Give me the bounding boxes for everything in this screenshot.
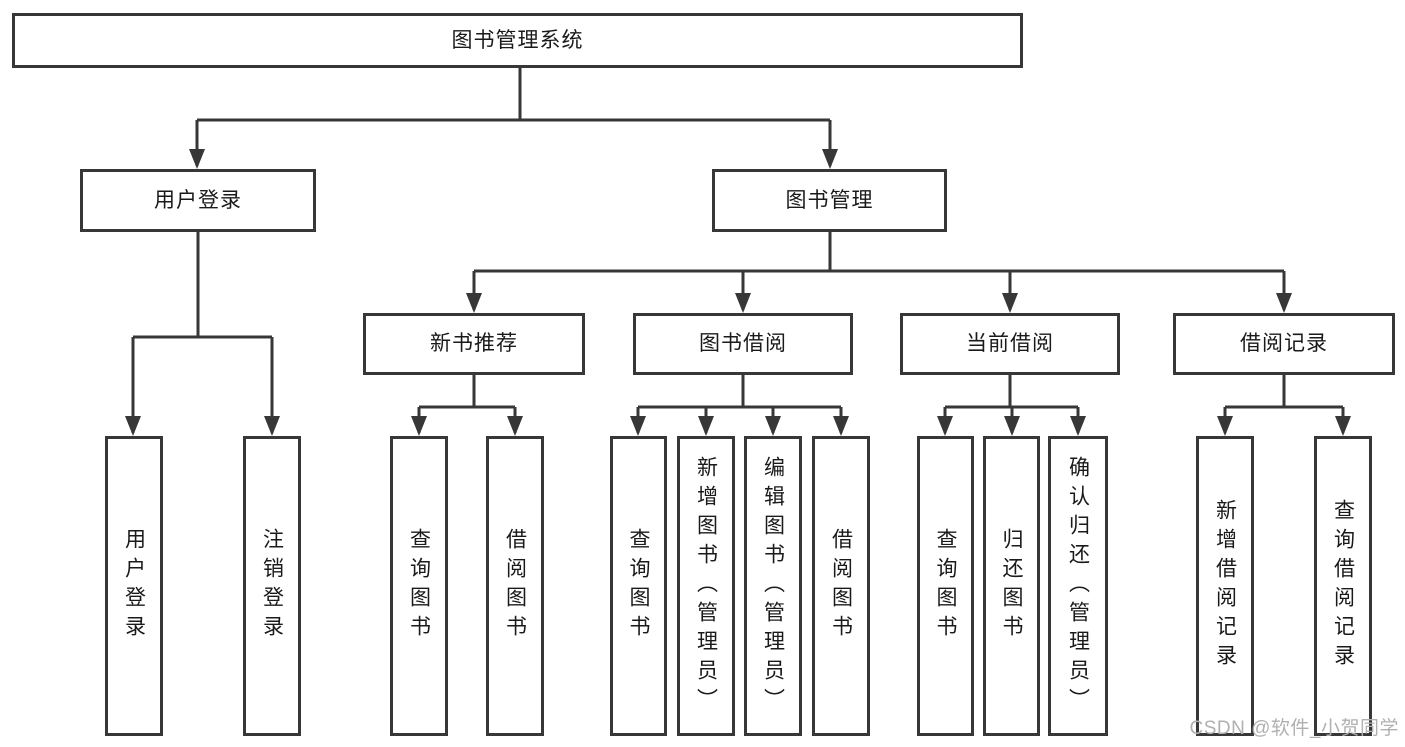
leaf-borrow-books-recommend: 借阅图书 — [486, 436, 544, 736]
leaf-query-borrow-record: 查询借阅记录 — [1314, 436, 1372, 736]
node-library-management-system: 图书管理系统 — [12, 13, 1023, 68]
leaf-borrow-books-borrowing: 借阅图书 — [812, 436, 870, 736]
leaf-add-borrow-record: 新增借阅记录 — [1196, 436, 1254, 736]
node-new-book-recommendation: 新书推荐 — [363, 313, 585, 375]
leaf-add-books-admin: 新增图书（管理员） — [677, 436, 735, 736]
leaf-return-books: 归还图书 — [983, 436, 1040, 736]
node-book-management: 图书管理 — [712, 169, 947, 232]
leaf-logout-login: 注销登录 — [243, 436, 301, 736]
leaf-query-books-recommend: 查询图书 — [390, 436, 448, 736]
leaf-query-books-borrowing: 查询图书 — [610, 436, 667, 736]
leaf-user-login: 用户登录 — [105, 436, 163, 736]
leaf-edit-books-admin: 编辑图书（管理员） — [744, 436, 802, 736]
node-book-borrowing: 图书借阅 — [633, 313, 853, 375]
node-user-login: 用户登录 — [80, 169, 316, 232]
leaf-query-books-current: 查询图书 — [917, 436, 974, 736]
watermark: CSDN @软件_小贺同学 — [1189, 718, 1399, 739]
node-current-borrowing: 当前借阅 — [900, 313, 1120, 375]
node-borrowing-records: 借阅记录 — [1173, 313, 1395, 375]
leaf-confirm-return-admin: 确认归还（管理员） — [1048, 436, 1108, 736]
